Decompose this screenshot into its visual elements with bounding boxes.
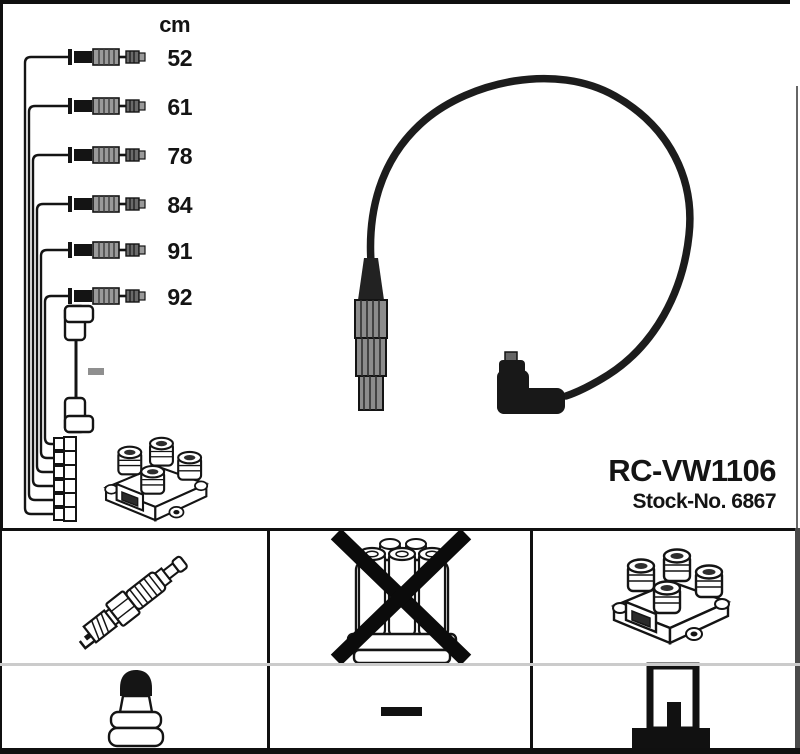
distributor-cap-icon: [330, 528, 472, 666]
legend-grid-divider-vertical-2: [530, 528, 533, 754]
ignition-coil-icon: [611, 548, 731, 645]
spark-plug-icon: [78, 555, 188, 650]
legend-grid-bottom-border: [0, 748, 800, 754]
frame-left-border: [0, 0, 3, 530]
coil-cable-length-dash: [88, 368, 104, 375]
cable-length-diagram: [23, 47, 147, 522]
ignition-coil-illustration: [104, 436, 209, 522]
coil-cable-with-elbow-boots-icon: [63, 304, 95, 434]
cable-length-label: 91: [167, 238, 192, 264]
cable-loop: [366, 74, 694, 400]
cross-out-x: [330, 528, 472, 666]
cable-length-label: 92: [167, 284, 192, 310]
stock-number: Stock-No. 6867: [632, 490, 776, 513]
coil-terminal-icon: [632, 662, 710, 749]
unit-label: cm: [159, 12, 190, 37]
frame-top-border: [0, 0, 790, 4]
cable-length-label: 84: [167, 192, 192, 218]
frame-right-border: [796, 86, 798, 530]
dash-icon: [381, 707, 422, 716]
multi-connector-bundle-icon: [53, 436, 77, 522]
ignition-lead-icon: [354, 74, 694, 414]
cable-length-label: 78: [167, 143, 192, 169]
legend-grid-top-border: [0, 528, 800, 531]
straight-plug-boot: [354, 258, 388, 411]
cable-length-label: 52: [167, 45, 192, 71]
legend-grid-right-border: [795, 528, 800, 754]
legend-grid-divider-vertical-1: [267, 528, 270, 754]
right-angle-coil-connector: [497, 351, 565, 414]
part-number: RC-VW1106: [608, 453, 776, 488]
cable-length-label: 61: [167, 94, 192, 120]
legend-grid-left-border: [0, 528, 2, 754]
legend-grid-row-divider: [0, 663, 800, 666]
plug-boot-icon: [107, 670, 165, 748]
